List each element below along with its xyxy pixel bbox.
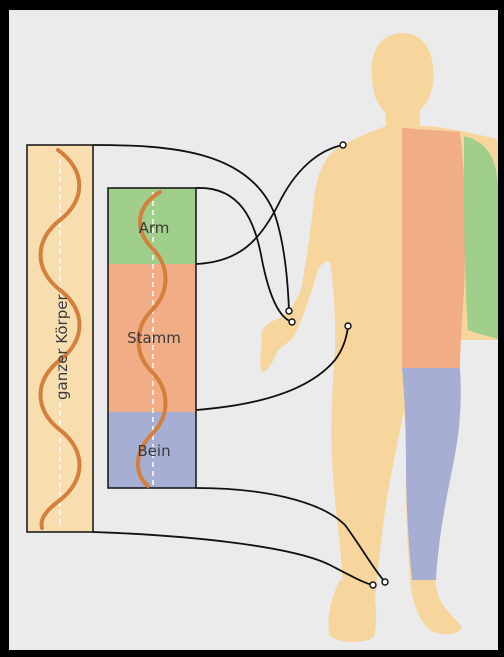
dot-trunk — [345, 323, 351, 329]
dot-hand-lower — [289, 319, 295, 325]
segment-bein-label: Bein — [137, 442, 170, 460]
segment-stamm-label: Stamm — [127, 329, 181, 347]
dot-shoulder — [340, 142, 346, 148]
dot-foot-right — [382, 579, 388, 585]
whole-body-column: ganzer Körper — [27, 145, 93, 532]
segment-column: Arm Stamm Bein — [108, 188, 196, 488]
whole-body-label: ganzer Körper — [53, 294, 71, 400]
dot-hand-upper — [286, 308, 292, 314]
segment-arm-label: Arm — [139, 219, 170, 237]
trunk-region — [402, 128, 465, 368]
dot-foot-left — [370, 582, 376, 588]
arm-region — [464, 136, 500, 340]
